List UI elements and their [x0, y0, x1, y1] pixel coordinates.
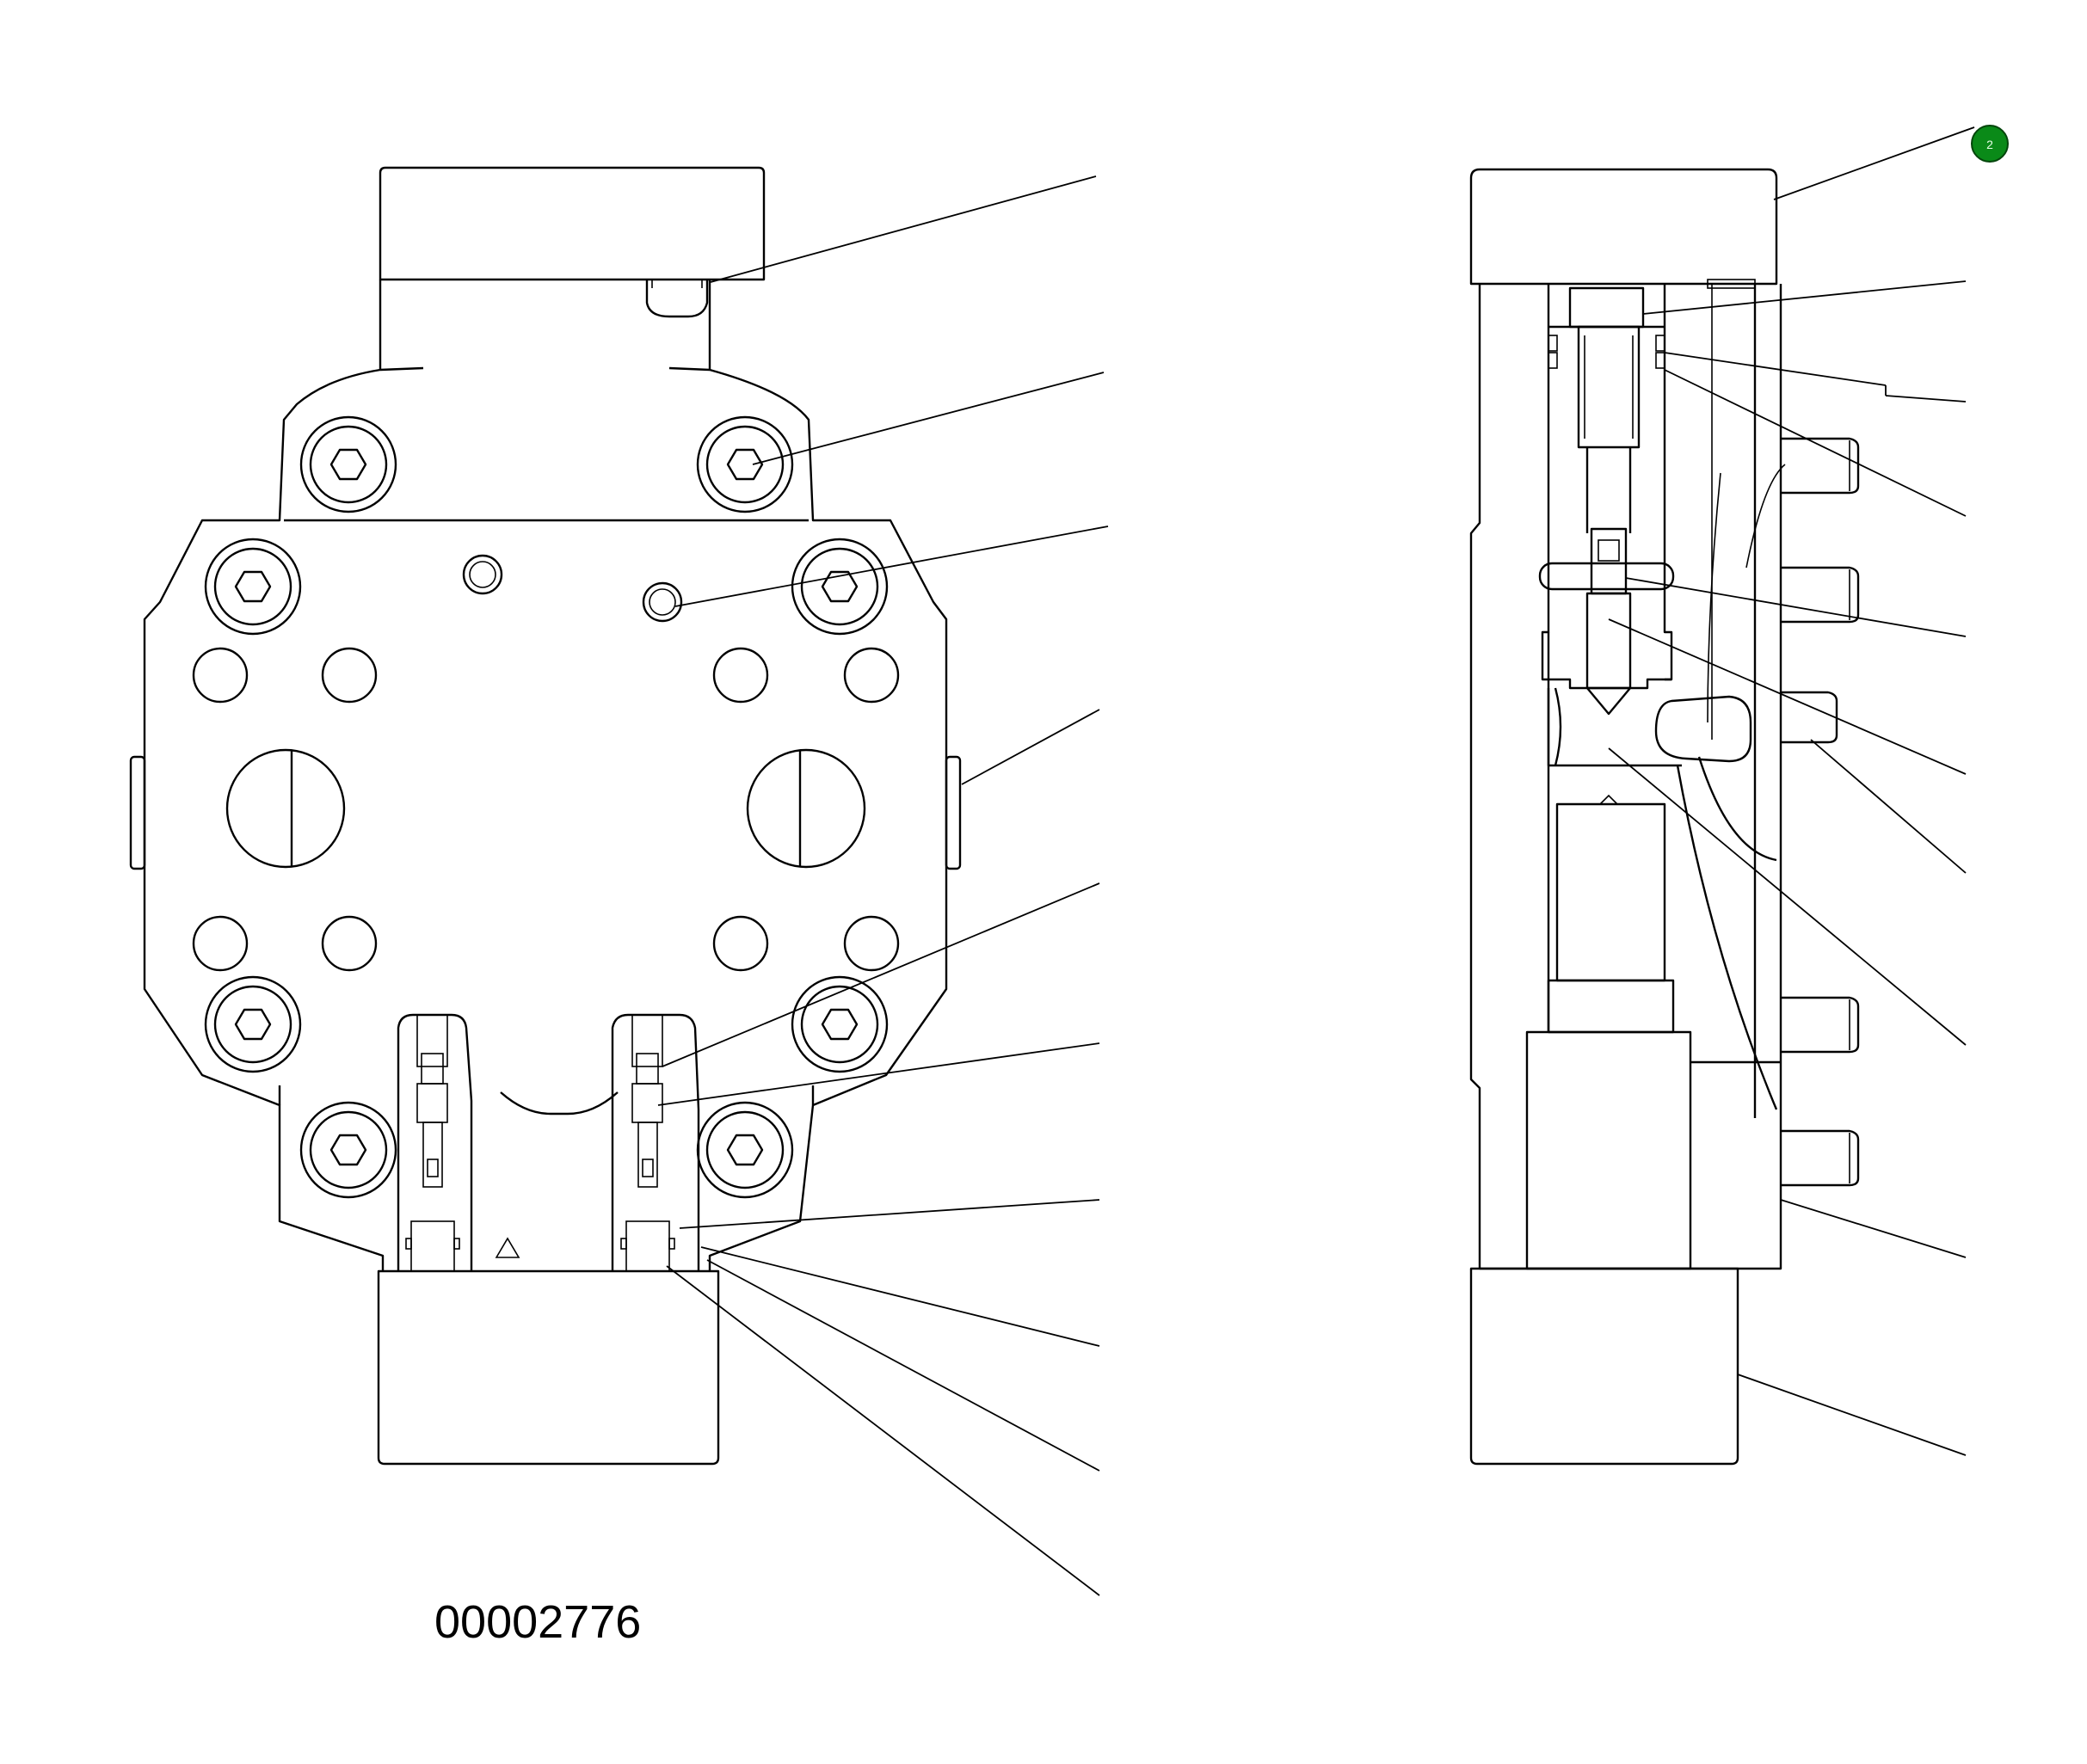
front-top-screw	[645, 280, 709, 318]
front-main-body	[143, 368, 948, 1271]
front-bolt-bottom-left	[299, 1101, 397, 1199]
front-small-port-left	[462, 554, 503, 595]
side-main-body	[1469, 284, 1782, 1270]
side-pin	[1781, 691, 1838, 744]
front-bottom-cover	[377, 1269, 720, 1466]
side-plunger	[1577, 325, 1641, 449]
callout-number-badge[interactable]: 2	[1971, 125, 2009, 163]
side-lower-block	[1525, 1030, 1692, 1270]
front-bolt-low-left	[204, 975, 302, 1073]
side-pin	[1781, 566, 1860, 624]
callout-number-label: 2	[1986, 138, 1993, 151]
front-hole	[192, 647, 249, 704]
front-hole	[712, 647, 769, 704]
side-top-cover	[1469, 168, 1778, 286]
front-triangle-mark	[495, 1237, 520, 1258]
front-bolt-low-right	[791, 975, 889, 1073]
front-bolt-top-left	[299, 415, 397, 513]
side-pin	[1781, 1129, 1860, 1187]
side-pin	[1781, 996, 1860, 1054]
leader-lines	[657, 126, 1975, 1596]
front-top-cover	[379, 166, 766, 281]
front-small-port-right	[642, 581, 683, 623]
side-view	[1469, 168, 1860, 1466]
side-pin	[1781, 437, 1860, 495]
front-hole	[843, 647, 900, 704]
front-bolt-mid-left	[204, 538, 302, 636]
front-bolt-mid-right	[791, 538, 889, 636]
front-bolt-bottom-right	[696, 1101, 794, 1199]
front-hole	[321, 915, 378, 972]
side-bottom-cover	[1469, 1267, 1739, 1466]
front-hole	[843, 915, 900, 972]
front-spool-right	[611, 1013, 700, 1272]
front-large-port-left	[225, 748, 346, 869]
drawing-number: 00002776	[434, 1596, 642, 1648]
front-large-port-right	[746, 748, 866, 869]
front-hole	[321, 647, 378, 704]
front-hole	[712, 915, 769, 972]
front-bolt-top-right	[696, 415, 794, 513]
front-hole	[192, 915, 249, 972]
side-collar	[1538, 562, 1675, 591]
side-port-fitting	[1654, 695, 1752, 763]
front-spool-left	[397, 1013, 473, 1272]
side-cartridge	[1555, 802, 1666, 982]
front-view	[129, 166, 962, 1466]
